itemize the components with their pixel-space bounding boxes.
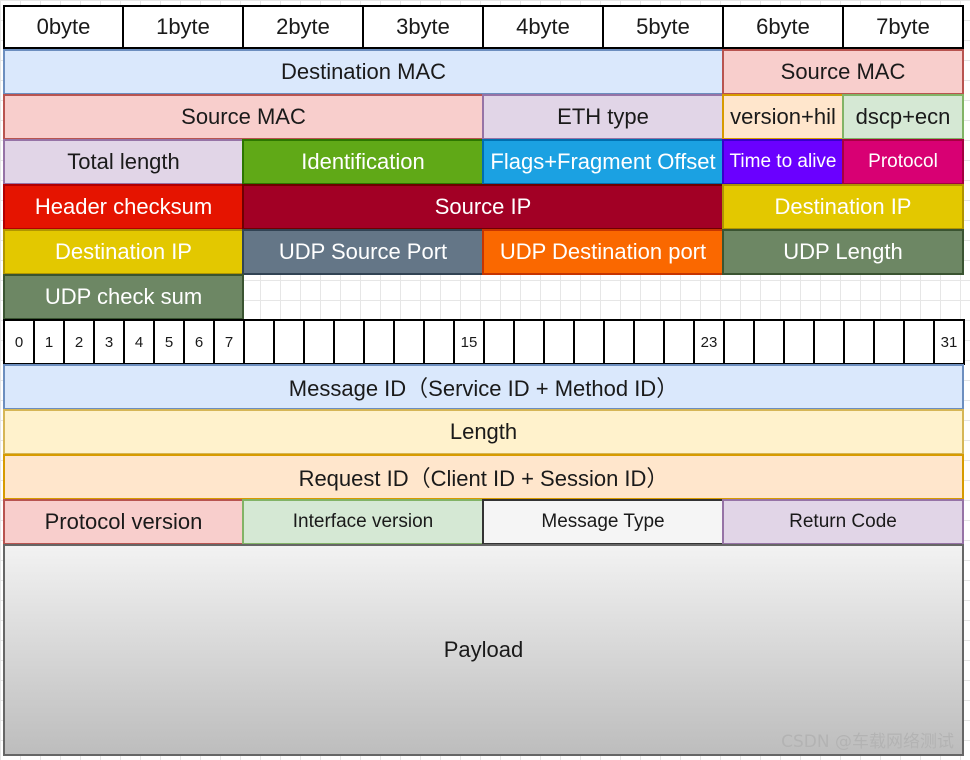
bit-cell [663, 319, 695, 365]
byte-header-2: 2byte [242, 5, 364, 49]
someip-message-type: Message Type [482, 499, 724, 545]
someip-return-code: Return Code [722, 499, 964, 545]
someip-request-id: Request ID（Client ID + Session ID） [3, 454, 964, 500]
bit-cell: 3 [93, 319, 125, 365]
field-destination-ip-part1: Destination IP [722, 184, 964, 230]
bit-cell: 6 [183, 319, 215, 365]
byte-header-4: 4byte [482, 5, 604, 49]
field-udp-length: UDP Length [722, 229, 964, 275]
field-source-mac-part1: Source MAC [722, 49, 964, 95]
bit-cell [333, 319, 365, 365]
bit-cell: 4 [123, 319, 155, 365]
bit-cell [243, 319, 275, 365]
bit-cell: 2 [63, 319, 95, 365]
field-protocol: Protocol [842, 139, 964, 185]
bit-cell [393, 319, 425, 365]
bit-cell [633, 319, 665, 365]
field-destination-ip-part2: Destination IP [3, 229, 244, 275]
field-time-to-alive: Time to alive [722, 139, 844, 185]
watermark: CSDN @车载网络测试 [781, 732, 954, 752]
bit-cell: 31 [933, 319, 965, 365]
bit-cell [783, 319, 815, 365]
bit-cell [513, 319, 545, 365]
bit-cell [753, 319, 785, 365]
field-source-ip: Source IP [242, 184, 724, 230]
field-total-length: Total length [3, 139, 244, 185]
bit-cell: 5 [153, 319, 185, 365]
field-source-mac-part2: Source MAC [3, 94, 484, 140]
bit-cell: 15 [453, 319, 485, 365]
byte-header-0: 0byte [3, 5, 124, 49]
bit-cell: 23 [693, 319, 725, 365]
byte-header-1: 1byte [122, 5, 244, 49]
bit-cell [273, 319, 305, 365]
bit-cell [363, 319, 395, 365]
field-dscp-ecn: dscp+ecn [842, 94, 964, 140]
bit-cell [303, 319, 335, 365]
field-udp-checksum: UDP check sum [3, 274, 244, 320]
bit-cell: 1 [33, 319, 65, 365]
bit-cell [423, 319, 455, 365]
someip-message-id: Message ID（Service ID + Method ID） [3, 364, 964, 410]
bit-cell [483, 319, 515, 365]
field-udp-destination-port: UDP Destination port [482, 229, 724, 275]
bit-cell [603, 319, 635, 365]
field-version-hil: version+hil [722, 94, 844, 140]
bit-cell: 0 [3, 319, 35, 365]
someip-interface-version: Interface version [242, 499, 484, 545]
bit-cell: 7 [213, 319, 245, 365]
field-udp-source-port: UDP Source Port [242, 229, 484, 275]
byte-header-6: 6byte [722, 5, 844, 49]
bit-cell [543, 319, 575, 365]
field-destination-mac: Destination MAC [3, 49, 724, 95]
bit-cell [843, 319, 875, 365]
field-eth-type: ETH type [482, 94, 724, 140]
someip-length: Length [3, 409, 964, 455]
field-header-checksum: Header checksum [3, 184, 244, 230]
someip-payload: Payload [3, 544, 964, 756]
field-flags-fragment-offset: Flags+Fragment Offset [482, 139, 724, 185]
bit-cell [723, 319, 755, 365]
byte-header-3: 3byte [362, 5, 484, 49]
byte-header-7: 7byte [842, 5, 964, 49]
byte-header-5: 5byte [602, 5, 724, 49]
bit-cell [903, 319, 935, 365]
someip-protocol-version: Protocol version [3, 499, 244, 545]
bit-cell [873, 319, 905, 365]
field-identification: Identification [242, 139, 484, 185]
bit-cell [813, 319, 845, 365]
bit-cell [573, 319, 605, 365]
